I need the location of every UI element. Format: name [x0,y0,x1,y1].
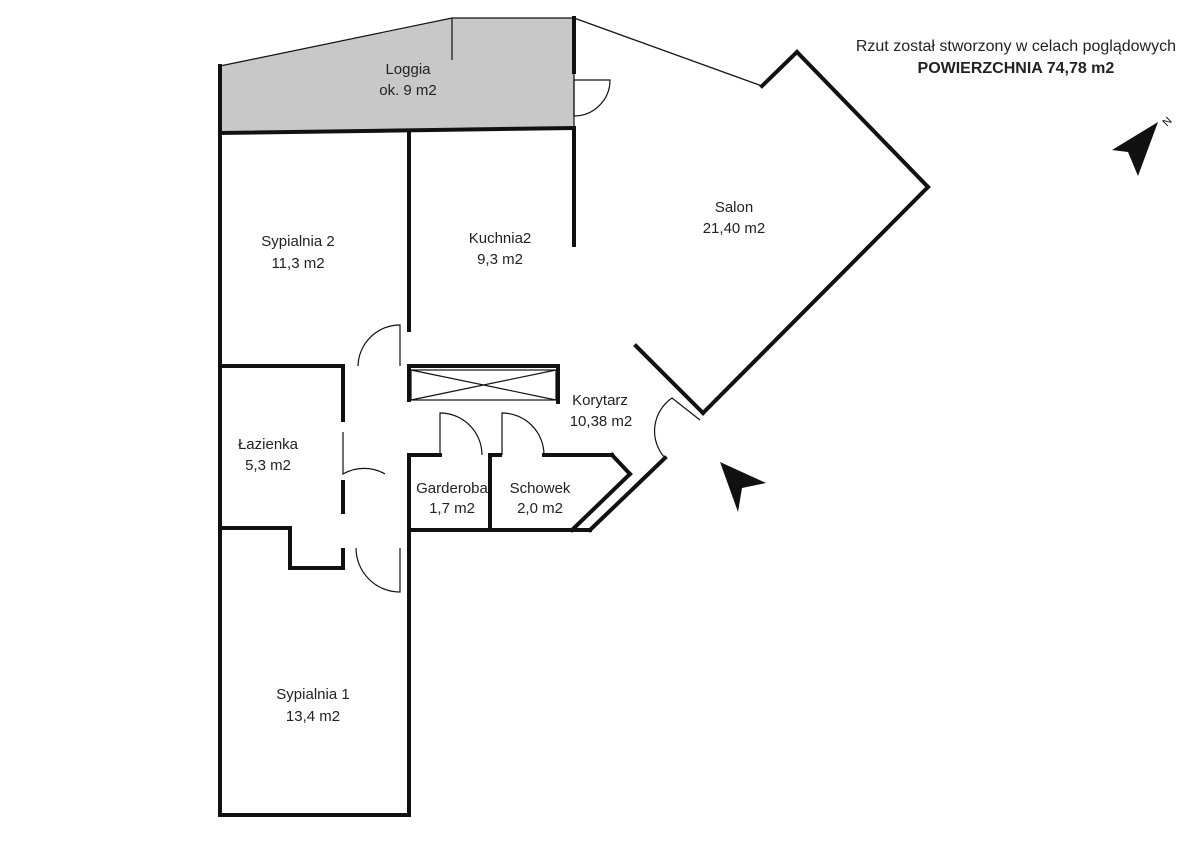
wardrobe-cross [410,369,557,401]
room-schowek: Schowek 2,0 m2 [510,480,571,517]
room-sypialnia-2: Sypialnia 2 11,3 m2 [261,233,334,272]
bedroom1-door [355,547,401,593]
bedroom2-door [357,324,401,367]
compass: N [1112,115,1175,176]
room-area: ok. 9 m2 [379,82,437,99]
compass-label: N [1160,115,1174,129]
entrance-door [653,397,701,459]
room-salon: Salon 21,40 m2 [703,199,766,237]
room-kuchnia: Kuchnia2 9,3 m2 [469,230,532,268]
room-area: 13,4 m2 [286,708,340,725]
balcony-edge [573,17,763,87]
room-korytarz: Korytarz 10,38 m2 [570,392,633,430]
room-area: 1,7 m2 [429,500,475,517]
room-name: Schowek [510,480,571,497]
loggia-area [220,18,574,133]
room-area: 9,3 m2 [477,251,523,268]
total-area: POWIERZCHNIA 74,78 m2 [917,60,1115,77]
entrance-arrow-icon [720,462,766,512]
disclaimer-note: Rzut został stworzony w celach poglądowy… [855,38,1176,55]
room-name: Loggia [385,61,431,78]
storage-door [501,412,545,456]
room-name: Sypialnia 1 [276,686,349,703]
room-area: 10,38 m2 [570,413,633,430]
doors [342,79,701,593]
bathroom-door [342,432,386,476]
room-name: Salon [715,199,753,216]
room-area: 2,0 m2 [517,500,563,517]
room-name: Garderoba [416,480,488,497]
room-garderoba: Garderoba 1,7 m2 [416,480,488,517]
room-name: Sypialnia 2 [261,233,334,250]
room-name: Łazienka [238,436,299,453]
room-area: 21,40 m2 [703,220,766,237]
room-area: 5,3 m2 [245,457,291,474]
plan-header: Rzut został stworzony w celach poglądowy… [856,36,1176,80]
room-name: Kuchnia2 [469,230,532,247]
walls [217,16,931,817]
wardrobe-door [439,412,483,456]
loggia-door [573,79,611,117]
room-lazienka: Łazienka 5,3 m2 [238,436,299,474]
room-sypialnia-1: Sypialnia 1 13,4 m2 [276,686,349,725]
north-arrow-icon [1112,122,1158,176]
room-area: 11,3 m2 [271,255,324,272]
room-name: Korytarz [572,392,628,409]
room-loggia: Loggia ok. 9 m2 [379,61,437,99]
